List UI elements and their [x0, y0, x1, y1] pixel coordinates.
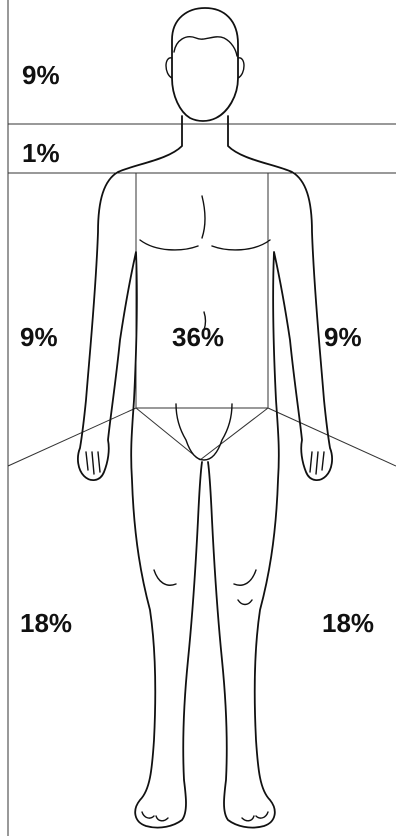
chest-line [140, 240, 270, 250]
left-foot-toes [142, 812, 168, 821]
sternum-line [202, 196, 205, 238]
right-foot-toes [242, 812, 268, 821]
left-knee [154, 570, 176, 585]
left-arm-percentage-label: 9% [20, 322, 58, 352]
head-outline [172, 8, 238, 121]
head-percentage-label: 9% [22, 60, 60, 90]
right-hand-fingers [310, 452, 324, 474]
left-hand-fingers [86, 452, 100, 474]
right-arm-percentage-label: 9% [324, 322, 362, 352]
hair-outline [174, 37, 237, 56]
human-figure-outline [78, 8, 332, 828]
right-leg-percentage-label: 18% [322, 608, 374, 638]
left-leg-percentage-label: 18% [20, 608, 72, 638]
left-body-contour [78, 116, 202, 828]
right-knee [234, 570, 256, 605]
groin-outline [176, 404, 232, 460]
trunk-percentage-label: 36% [172, 322, 224, 352]
neck-percentage-label: 1% [22, 138, 60, 168]
right-body-contour [208, 116, 332, 828]
region-guide-lines [8, 0, 396, 836]
